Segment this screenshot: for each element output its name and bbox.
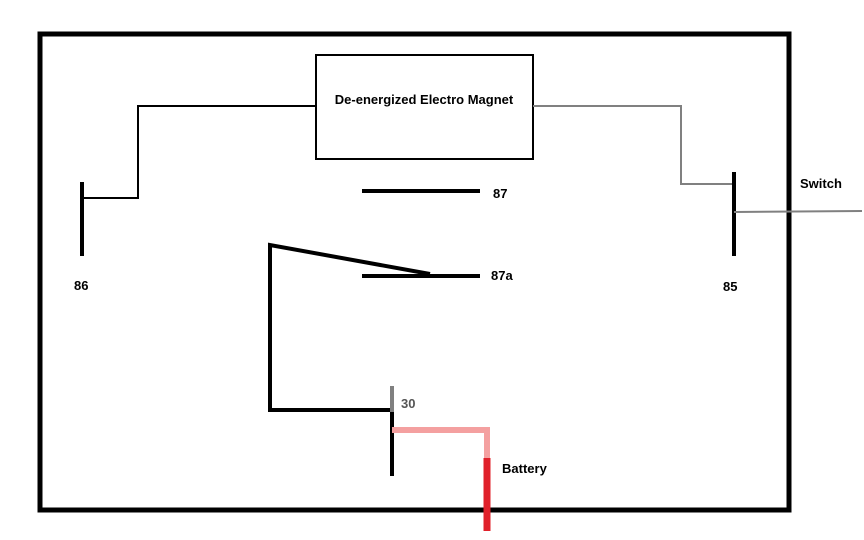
wire-magnet-to-86 xyxy=(82,105,316,199)
electro-magnet-box xyxy=(315,54,534,160)
wire-magnet-to-85 xyxy=(533,105,734,185)
terminal-86-label: 86 xyxy=(74,278,88,293)
terminal-87-label: 87 xyxy=(493,186,507,201)
terminal-87a-label: 87a xyxy=(491,268,513,283)
electro-magnet-label: De-energized Electro Magnet xyxy=(335,92,514,107)
terminal-85-label: 85 xyxy=(723,279,737,294)
wire-30-to-battery-pink xyxy=(392,427,490,458)
wire-85-to-switch xyxy=(733,210,863,213)
relay-frame xyxy=(37,31,792,513)
terminal-30-label: 30 xyxy=(401,396,415,411)
battery-label: Battery xyxy=(502,461,548,476)
armature-arm xyxy=(268,242,431,412)
switch-label: Switch xyxy=(800,176,842,191)
